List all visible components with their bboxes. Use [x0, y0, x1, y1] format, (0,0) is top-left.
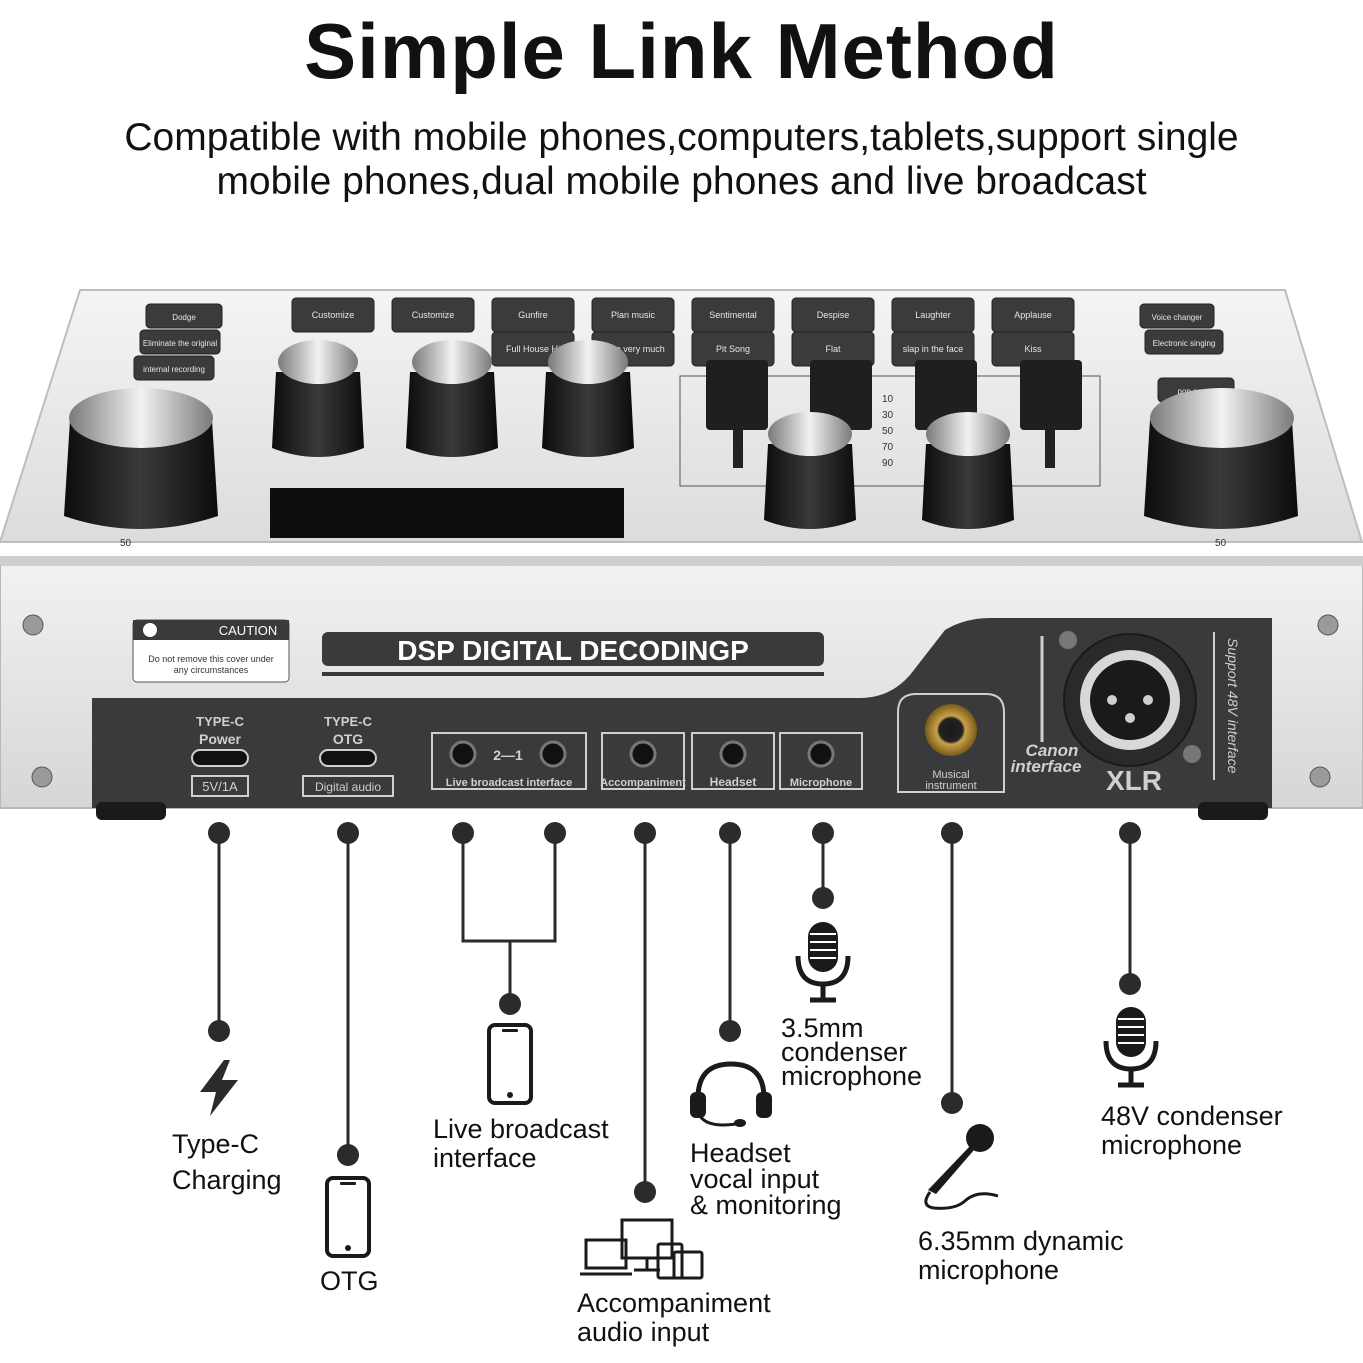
banner-text: DSP DIGITAL DECODINGP: [397, 635, 749, 666]
jack-instrument: [925, 704, 977, 756]
svg-text:Microphone: Microphone: [790, 777, 852, 789]
btn-label-6: Despise: [817, 310, 850, 320]
svg-text:50: 50: [120, 538, 132, 549]
svg-text:Digital audio: Digital audio: [315, 780, 381, 794]
left-btn-1: Dodge: [172, 313, 196, 322]
svg-text:any circumstances: any circumstances: [174, 665, 249, 675]
smartphone-icon: [487, 1023, 533, 1105]
devices-icon: [580, 1218, 704, 1280]
smartphone-icon: [325, 1176, 371, 1258]
display-window: [270, 488, 624, 538]
label-otg: OTG: [320, 1266, 379, 1296]
right-btn-1: Voice changer: [1152, 313, 1203, 322]
svg-text:Accompaniment: Accompaniment: [600, 777, 686, 789]
port-type-c-otg: [319, 749, 377, 767]
svg-text:Headset: Headset: [710, 775, 757, 789]
xlr-text: XLR: [1106, 765, 1162, 796]
svg-text:Power: Power: [199, 731, 242, 747]
left-btn-2: Eliminate the original: [143, 339, 217, 348]
label-condenser-48v: 48V condenser microphone: [1101, 1101, 1283, 1160]
btn-label-1: Customize: [312, 310, 355, 320]
knobs: [64, 340, 1298, 529]
svg-text:Live broadcast interface: Live broadcast interface: [446, 777, 573, 789]
svg-text:90: 90: [882, 458, 894, 469]
btn-label-2: Customize: [412, 310, 455, 320]
svg-text:Canon: Canon: [1026, 741, 1079, 760]
svg-text:50: 50: [882, 426, 894, 437]
page-title: Simple Link Method: [304, 7, 1059, 95]
lightning-icon: [200, 1060, 238, 1116]
subtitle-line-1: Compatible with mobile phones,computers,…: [124, 116, 1239, 159]
page-subtitle: Compatible with mobile phones,computers,…: [0, 116, 1363, 204]
headset-icon: [690, 1061, 772, 1127]
label-accompaniment: Accompaniment audio input: [577, 1288, 771, 1347]
microphone-icon: [1103, 1007, 1159, 1088]
svg-text:50: 50: [1215, 538, 1227, 549]
btn-label-9: Full House Hi: [506, 344, 560, 354]
svg-text:TYPE-C: TYPE-C: [324, 714, 372, 729]
svg-text:30: 30: [882, 410, 894, 421]
svg-text:Do not remove this cover under: Do not remove this cover under: [148, 654, 274, 664]
svg-text:Support 48V interface: Support 48V interface: [1225, 638, 1241, 774]
label-condenser-35mm: 3.5mm condenser microphone: [781, 1013, 923, 1091]
label-live-broadcast: Live broadcast interface: [433, 1114, 609, 1173]
svg-text:TYPE-C: TYPE-C: [196, 714, 244, 729]
label-type-c-charging: Type-C Charging: [172, 1129, 282, 1195]
label-dynamic-635mm: 6.35mm dynamic microphone: [918, 1226, 1124, 1285]
svg-text:2—1: 2—1: [493, 747, 523, 763]
btn-label-5: Sentimental: [709, 310, 757, 320]
port-type-c-power: [191, 749, 249, 767]
microphone-icon: [795, 922, 851, 1003]
btn-label-13: slap in the face: [903, 344, 964, 354]
svg-text:interface: interface: [1011, 757, 1082, 776]
subtitle-line-2: mobile phones,dual mobile phones and liv…: [216, 160, 1147, 203]
fader-area: 10 30 50 70 90: [679, 360, 1101, 487]
svg-text:CAUTION: CAUTION: [219, 623, 278, 638]
brand-banner: [322, 632, 824, 666]
btn-label-7: Laughter: [915, 310, 951, 320]
svg-text:70: 70: [882, 442, 894, 453]
svg-text:10: 10: [882, 394, 894, 405]
btn-label-4: Plan music: [611, 310, 656, 320]
mixer-device-illustration: Customize Customize Gunfire Plan music S…: [0, 289, 1363, 820]
svg-text:Musical: Musical: [932, 769, 969, 781]
port-panel: [92, 618, 1272, 808]
left-btn-3: internal recording: [143, 365, 205, 374]
btn-label-12: Flat: [825, 344, 841, 354]
btn-label-3: Gunfire: [518, 310, 548, 320]
btn-label-10: Love very much: [601, 344, 665, 354]
btn-label-8: Applause: [1014, 310, 1052, 320]
svg-text:5V/1A: 5V/1A: [202, 779, 238, 794]
jacks: [449, 740, 835, 768]
right-btn-2: Electronic singing: [1153, 339, 1216, 348]
btn-label-11: Pit Song: [716, 344, 750, 354]
svg-text:instrument: instrument: [925, 780, 976, 792]
label-headset: Headset vocal input & monitoring: [690, 1138, 842, 1220]
btn-label-14: Kiss: [1024, 344, 1042, 354]
handheld-microphone-icon: [924, 1124, 999, 1210]
svg-text:OTG: OTG: [333, 731, 363, 747]
top-buttons: [291, 297, 1075, 367]
